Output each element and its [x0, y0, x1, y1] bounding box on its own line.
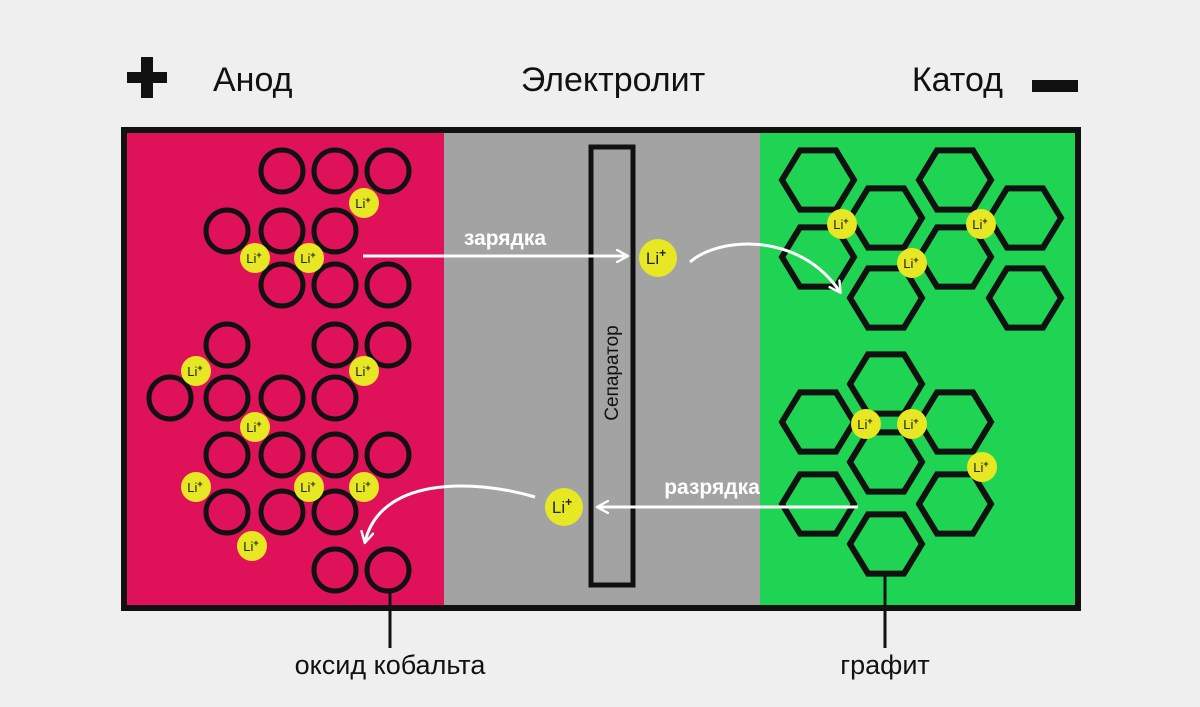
li-ion: Li+ — [897, 248, 927, 278]
cobalt-oxide-particle — [258, 207, 306, 255]
li-ion-dot — [349, 472, 379, 502]
graphite-hexagon — [915, 147, 995, 213]
separator-label: Сепаратор — [602, 325, 623, 420]
li-ion-dot — [240, 412, 270, 442]
cobalt-oxide-particle — [203, 431, 251, 479]
cobalt-oxide-particle — [364, 431, 412, 479]
li-ion: Li+ — [851, 409, 881, 439]
li-ion: Li+ — [294, 472, 324, 502]
cobalt-oxide-particle — [311, 431, 359, 479]
cobalt-oxide-particle — [364, 261, 412, 309]
li-ion-dot — [639, 239, 677, 277]
cobalt-oxide-particle — [203, 321, 251, 369]
cathode-material-label: графит — [840, 650, 930, 680]
li-ion-dot — [349, 188, 379, 218]
li-ion-dot — [545, 488, 583, 526]
plus-icon — [127, 57, 167, 98]
cobalt-oxide-particle — [258, 261, 306, 309]
battery-frame — [121, 127, 1081, 611]
cobalt-oxide-particle — [311, 374, 359, 422]
li-ion-dot — [237, 531, 267, 561]
cobalt-oxide-particle — [311, 321, 359, 369]
li-ion: Li+ — [967, 452, 997, 482]
cobalt-oxide-particle — [311, 546, 359, 594]
li-ion: Li+ — [639, 239, 677, 277]
li-ion-dot — [349, 356, 379, 386]
graphite-hexagon — [778, 389, 858, 455]
graphite-hexagon — [778, 471, 858, 537]
li-ion-dot — [181, 356, 211, 386]
li-ion: Li+ — [897, 409, 927, 439]
charge-label: зарядка — [464, 227, 546, 250]
cobalt-oxide-particle — [364, 546, 412, 594]
li-ion: Li+ — [240, 243, 270, 273]
electrolyte-region — [444, 130, 760, 607]
minus-icon — [1032, 80, 1078, 92]
electrolyte-label: Электролит — [521, 61, 705, 99]
cobalt-oxide-particle — [203, 207, 251, 255]
discharge-label: разрядка — [664, 476, 760, 499]
li-ion-dot — [851, 409, 881, 439]
li-ion: Li+ — [181, 356, 211, 386]
lithium-ions: Li+ Li+ Li+ Li+ Li+ Li+ Li+ Li+ Li+ Li+ Li+ Li+ Li+ L… — [181, 188, 997, 561]
li-ion: Li+ — [240, 412, 270, 442]
li-ion-dot — [827, 209, 857, 239]
cobalt-oxide-particle — [203, 374, 251, 422]
cobalt-oxide-particle — [364, 321, 412, 369]
li-ion: Li+ — [966, 209, 996, 239]
cobalt-oxide-particle — [203, 488, 251, 536]
cobalt-oxide-particle — [311, 261, 359, 309]
discharge-curve-arrow — [365, 484, 536, 542]
charge-curve-arrow — [689, 242, 840, 292]
li-ion-dot — [294, 243, 324, 273]
graphite-lattice — [778, 147, 1065, 577]
cobalt-oxide-particle — [311, 488, 359, 536]
li-ion: Li+ — [349, 356, 379, 386]
li-ion-dot — [966, 209, 996, 239]
cathode-label: Катод — [912, 61, 1003, 99]
li-ion: Li+ — [545, 488, 583, 526]
cobalt-oxide-particle — [364, 147, 412, 195]
cobalt-oxide-particle — [311, 207, 359, 255]
graphite-hexagon — [985, 265, 1065, 331]
cobalt-oxide-particle — [258, 488, 306, 536]
cobalt-oxide-particle — [258, 431, 306, 479]
li-ion: Li+ — [237, 531, 267, 561]
graphite-hexagon — [778, 147, 858, 213]
li-ion: Li+ — [349, 188, 379, 218]
anode-material-label: оксид кобальта — [295, 650, 487, 680]
cobalt-oxide-particle — [258, 374, 306, 422]
li-ion-dot — [897, 248, 927, 278]
cobalt-oxide-particle — [146, 374, 194, 422]
anode-label: Анод — [213, 61, 293, 99]
li-ion-dot — [240, 243, 270, 273]
cobalt-oxide-particles — [146, 147, 412, 594]
li-ion: Li+ — [349, 472, 379, 502]
li-ion: Li+ — [181, 472, 211, 502]
separator — [588, 144, 636, 588]
cobalt-oxide-particle — [311, 147, 359, 195]
cobalt-oxide-particle — [258, 147, 306, 195]
anode-region — [126, 130, 444, 607]
graphite-hexagon — [846, 511, 926, 577]
li-ion-dot — [181, 472, 211, 502]
li-ion-dot — [897, 409, 927, 439]
li-ion-dot — [967, 452, 997, 482]
li-ion: Li+ — [827, 209, 857, 239]
li-ion: Li+ — [294, 243, 324, 273]
li-ion-dot — [294, 472, 324, 502]
